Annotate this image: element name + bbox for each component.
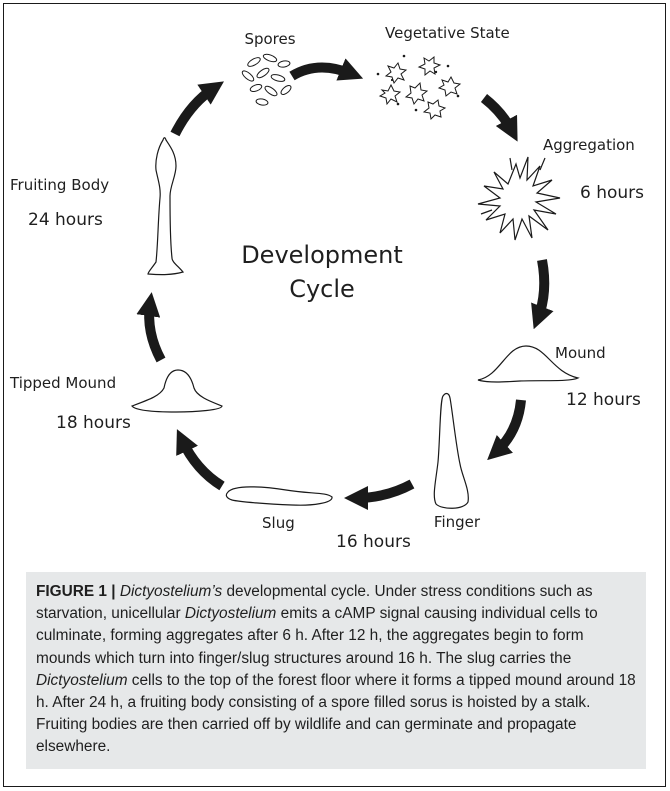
caption-italic-run: Dictyostelium <box>184 605 277 623</box>
time-aggregation: 6 hours <box>580 183 644 203</box>
label-slug: Slug <box>262 514 295 532</box>
slug-illustration <box>225 486 333 506</box>
label-spores: Spores <box>244 30 295 48</box>
caption-italic-run: Dictyostelium <box>36 671 128 689</box>
vegetative-dots <box>376 54 460 112</box>
figure-caption: FIGURE 1 | Dictyostelium’s developmental… <box>26 572 646 769</box>
cycle-title-line2: Cycle <box>289 275 355 303</box>
arrow-tipped-mound-to-fruiting <box>136 292 166 363</box>
development-cycle-diagram: Development Cycle Spores <box>9 24 644 552</box>
arrow-aggregation-to-mound <box>531 259 554 330</box>
spores-illustration <box>241 53 292 106</box>
arrow-mound-to-finger <box>487 399 526 461</box>
time-tipped-mound: 18 hours <box>56 413 131 433</box>
caption-text-run: emits a cAMP signal causing individual c… <box>36 605 598 667</box>
finger-illustration <box>433 392 469 509</box>
arrow-vegetative-to-aggregation <box>480 94 518 142</box>
caption-text-run: developmental cycle. Under stress condit… <box>36 583 593 623</box>
caption-text-run: cells to the top of the forest floor whe… <box>36 671 636 756</box>
aggregation-illustration <box>477 156 561 241</box>
caption-body: Dictyostelium’s developmental cycle. Und… <box>36 583 636 755</box>
arrow-slug-to-tipped-mound <box>176 429 225 491</box>
label-mound: Mound <box>555 344 606 362</box>
label-fruiting-body: Fruiting Body <box>10 176 109 194</box>
vegetative-amoebae-illustration <box>378 55 462 121</box>
time-slug: 16 hours <box>336 532 411 552</box>
mound-illustration <box>477 345 580 383</box>
arrow-spores-to-vegetative <box>289 58 364 81</box>
arrow-fruiting-to-spores <box>170 81 224 137</box>
time-mound: 12 hours <box>566 390 641 410</box>
cycle-title-line1: Development <box>241 241 403 269</box>
arrow-finger-to-slug <box>343 479 415 510</box>
label-aggregation: Aggregation <box>543 136 635 154</box>
label-finger: Finger <box>434 513 481 531</box>
tipped-mound-illustration <box>131 369 223 413</box>
label-tipped-mound: Tipped Mound <box>9 374 116 392</box>
caption-italic-run: Dictyostelium’s <box>119 583 223 600</box>
time-fruiting-body: 24 hours <box>28 210 103 230</box>
caption-figure-label: FIGURE 1 | <box>36 583 116 600</box>
fruiting-body-illustration <box>147 137 185 276</box>
label-vegetative-state: Vegetative State <box>385 24 510 42</box>
